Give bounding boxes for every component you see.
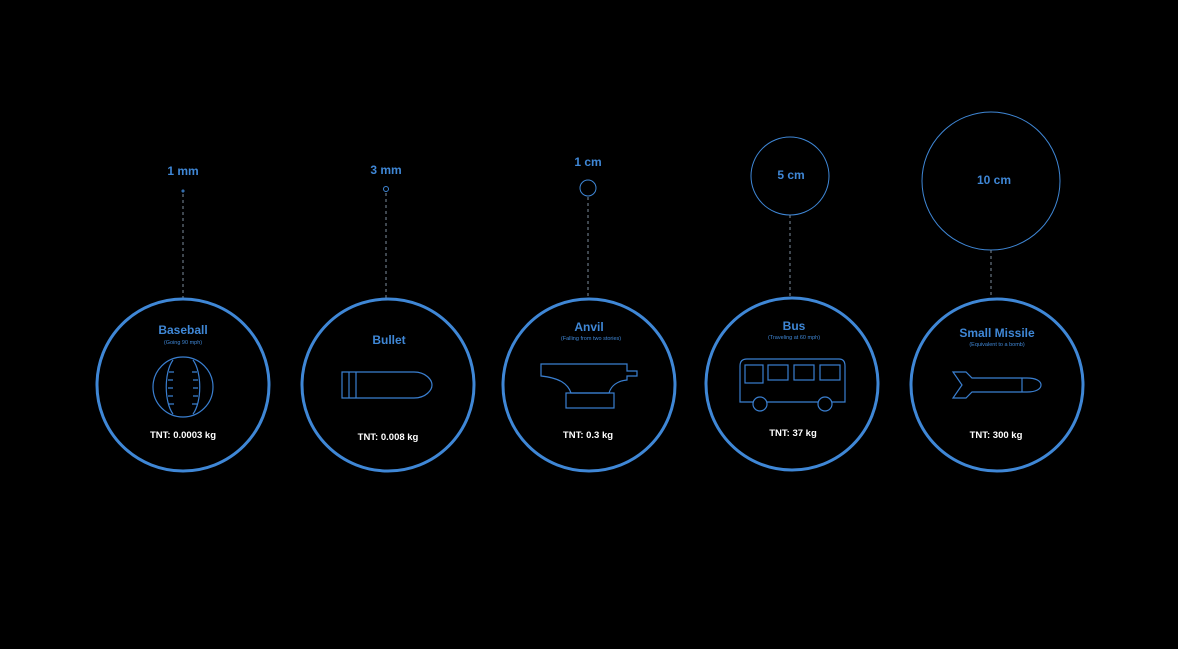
- item-name: Small Missile: [959, 326, 1035, 340]
- size-dot: [181, 189, 185, 193]
- item-circle: [501, 297, 677, 473]
- item-column: 1 mm Baseball (Going 90 mph) TNT: 0.0003…: [95, 164, 271, 473]
- item-circle: [704, 296, 880, 472]
- item-circle: [909, 297, 1085, 473]
- item-subtitle: (Falling from two stories): [561, 336, 621, 342]
- bus-icon: [739, 358, 846, 412]
- item-subtitle: (Equivalent to a bomb): [969, 342, 1025, 348]
- item-name: Anvil: [574, 320, 603, 334]
- missile-icon: [951, 371, 1042, 399]
- size-label: 1 mm: [167, 164, 198, 178]
- item-column: 1 cm Anvil (Falling from two stories) TN…: [501, 155, 677, 473]
- item-name: Bullet: [372, 333, 405, 347]
- item-column: 5 cm Bus (Traveling at 60 mph) TNT: 37 k…: [704, 136, 880, 472]
- tnt-value: TNT: 0.0003 kg: [150, 430, 216, 441]
- size-label: 5 cm: [777, 168, 804, 182]
- item-name: Bus: [783, 319, 806, 333]
- item-subtitle: (Going 90 mph): [164, 340, 202, 346]
- item-name: Baseball: [158, 323, 207, 337]
- anvil-icon: [540, 363, 638, 409]
- tnt-value: TNT: 300 kg: [970, 430, 1023, 441]
- size-label: 10 cm: [977, 173, 1011, 187]
- baseball-icon: [152, 356, 214, 418]
- size-dot: [579, 179, 597, 197]
- tnt-value: TNT: 0.3 kg: [563, 430, 613, 441]
- size-label: 1 cm: [574, 155, 601, 169]
- tnt-value: TNT: 37 kg: [769, 428, 817, 439]
- size-label: 3 mm: [370, 163, 401, 177]
- item-circle: [95, 297, 271, 473]
- bullet-icon: [341, 371, 433, 399]
- tnt-value: TNT: 0.008 kg: [358, 432, 419, 443]
- size-dot: [383, 186, 389, 192]
- item-subtitle: (Traveling at 60 mph): [768, 335, 820, 341]
- item-column: 10 cm Small Missile (Equivalent to a bom…: [909, 111, 1085, 473]
- item-column: 3 mm Bullet TNT: 0.008 kg: [300, 163, 476, 473]
- item-circle: [300, 297, 476, 473]
